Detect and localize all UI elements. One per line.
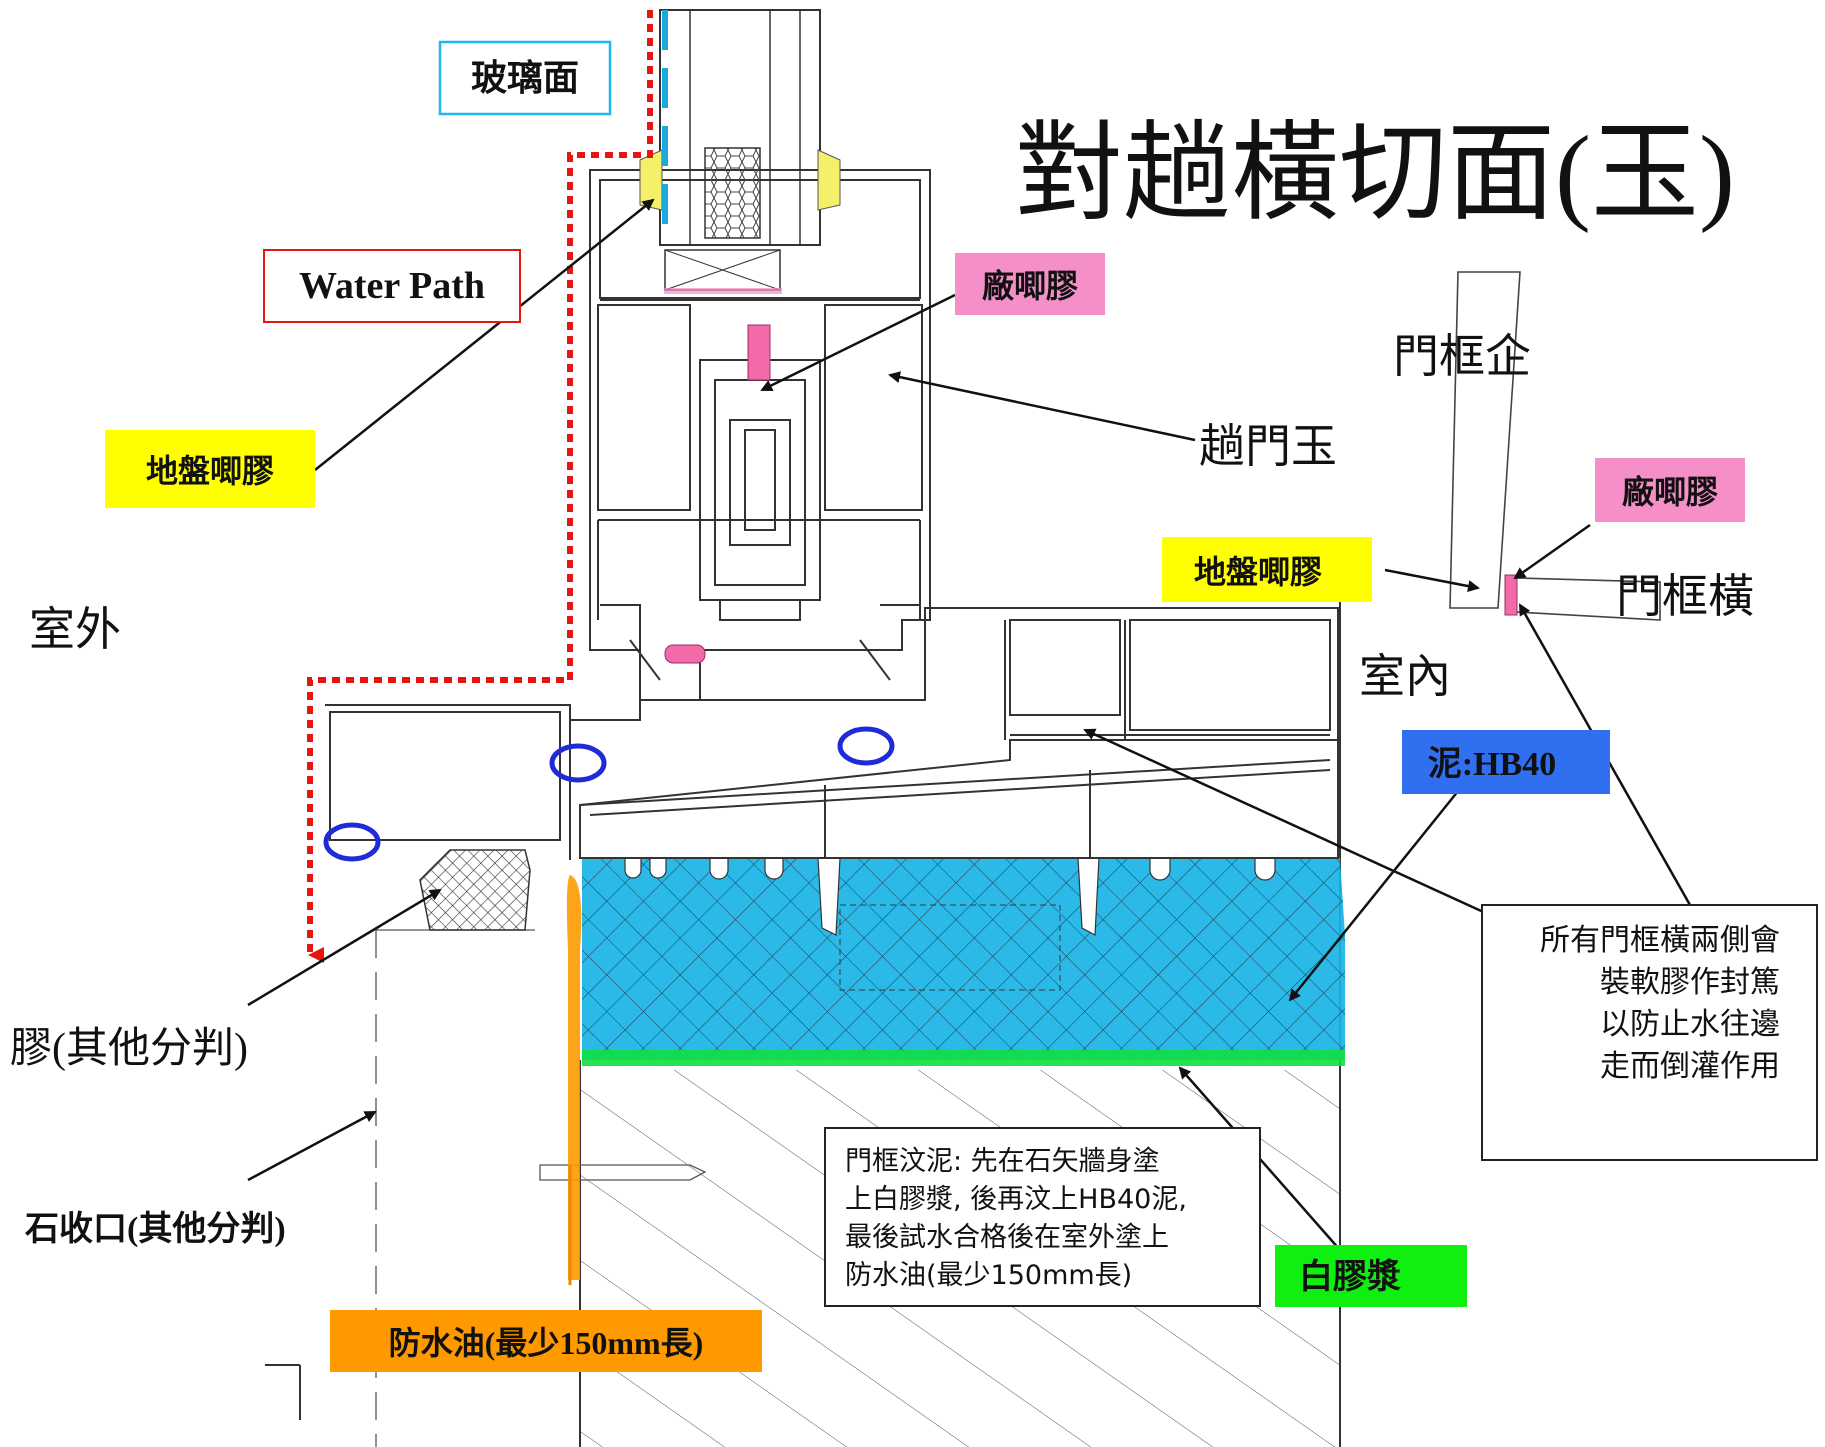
- waterproof-oil-text: 防水油(最少150mm長): [389, 1325, 704, 1361]
- door-frame-vertical-label: 門框企: [1393, 329, 1531, 383]
- sill-profile: [325, 607, 1339, 860]
- site-sealant-right-text: 地盤唧膠: [1194, 553, 1322, 591]
- mortar-text: 泥:HB40: [1428, 745, 1556, 783]
- grouting-note-line-1: 門框汶泥: 先在石矢牆身塗: [845, 1146, 1160, 1177]
- white-slurry-band: [582, 1050, 1345, 1066]
- water-path-text: Water Path: [299, 265, 485, 307]
- label-site-sealant-left: 地盤唧膠: [105, 430, 315, 508]
- label-waterproof-oil: 防水油(最少150mm長): [330, 1310, 762, 1372]
- label-mortar: 泥:HB40: [1402, 730, 1610, 794]
- factory-sealant-right-text: 廠唧膠: [1622, 473, 1718, 511]
- page-title: 對趟橫切面(玉): [1015, 115, 1735, 234]
- sliding-sash: [589, 169, 931, 701]
- label-factory-sealant-center: 廠唧膠: [955, 253, 1105, 315]
- glass-unit: [639, 9, 841, 294]
- label-white-slurry: 白膠漿: [1275, 1245, 1467, 1307]
- frame-seal-note-line-1: 所有門框橫兩側會: [1540, 923, 1780, 958]
- sealant-other-label: 膠(其他分判): [10, 1026, 248, 1072]
- mortar-fill: [582, 857, 1345, 1066]
- frame-seal-note-line-2: 裝軟膠作封篤: [1600, 965, 1780, 1000]
- door-frame-horizontal-label: 門框橫: [1616, 569, 1754, 623]
- anchor-bolt: [539, 1164, 707, 1181]
- sliding-rail-label: 趟門玉: [1199, 419, 1337, 473]
- grouting-note-line-3: 最後試水合格後在室外塗上: [845, 1222, 1169, 1253]
- white-slurry-text: 白膠漿: [1299, 1257, 1401, 1297]
- label-factory-sealant-right: 廠唧膠: [1595, 458, 1745, 522]
- label-site-sealant-right: 地盤唧膠: [1162, 537, 1372, 602]
- note-grouting: 門框汶泥: 先在石矢牆身塗 上白膠漿, 後再汶上HB40泥, 最後試水合格後在室…: [824, 1127, 1261, 1307]
- grouting-note-line-4: 防水油(最少150mm長): [845, 1260, 1132, 1291]
- site-sealant-left-text: 地盤唧膠: [146, 452, 274, 490]
- stone-edge-other-label: 石收口(其他分判): [24, 1210, 286, 1248]
- frame-seal-note-line-4: 走而倒灌作用: [1600, 1049, 1780, 1084]
- grouting-note-line-2: 上白膠漿, 後再汶上HB40泥,: [845, 1184, 1187, 1215]
- indoor-label: 室內: [1359, 649, 1451, 703]
- note-frame-seal: 所有門框橫兩側會 裝軟膠作封篤 以防止水往邊 走而倒灌作用: [1481, 904, 1818, 1161]
- label-glass-face: 玻璃面: [438, 40, 612, 116]
- label-water-path: Water Path: [263, 249, 521, 323]
- desiccant-spacer: [704, 147, 761, 239]
- door-frame-inset: [1449, 271, 1661, 621]
- factory-sealant-center-text: 廠唧膠: [982, 267, 1078, 305]
- glass-face-text: 玻璃面: [471, 58, 579, 99]
- outdoor-label: 室外: [29, 602, 121, 656]
- sealant-block: [419, 849, 531, 931]
- frame-seal-note-line-3: 以防止水往邊: [1600, 1007, 1780, 1042]
- factory-sealant-screw: [747, 324, 771, 381]
- circle-markers: [323, 726, 895, 862]
- water-path-line: [307, 10, 653, 963]
